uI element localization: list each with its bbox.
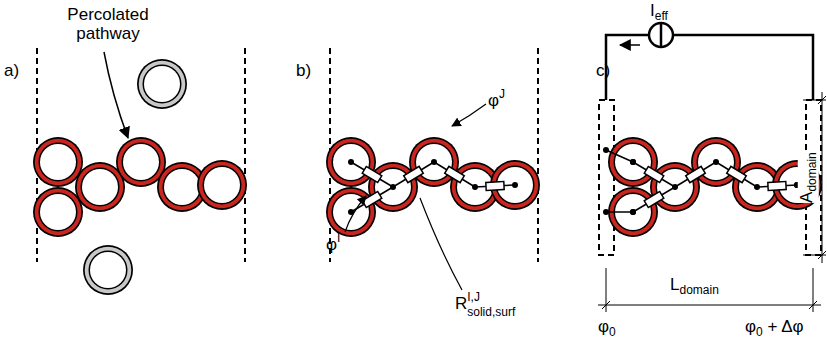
panel-label: b) — [296, 62, 311, 81]
node-dot — [713, 159, 719, 165]
label-text: A — [796, 192, 815, 203]
node-dot — [512, 182, 518, 188]
label-text: a) — [4, 61, 19, 80]
wire — [633, 187, 675, 212]
panel-label: c) — [596, 62, 610, 81]
wire — [434, 162, 475, 187]
label-text: b) — [296, 61, 311, 80]
potential-label: φJ — [488, 88, 505, 111]
dimension-label: Adomain — [797, 153, 818, 204]
node-dot — [348, 159, 354, 165]
node-dot — [672, 184, 678, 190]
label-text: I,J — [467, 290, 515, 305]
resistor-symbol — [768, 182, 786, 191]
node-dot — [630, 209, 636, 215]
node-dot — [630, 159, 636, 165]
resistance-label: RI,Jsolid,surf — [455, 290, 515, 320]
particle — [33, 137, 83, 187]
particle — [197, 160, 247, 210]
resistor-symbol — [686, 166, 706, 182]
node-dot — [754, 184, 760, 190]
resistor-symbol — [445, 166, 465, 182]
node-dot — [472, 184, 478, 190]
label-text: 0 — [756, 325, 763, 339]
node-dot — [390, 184, 396, 190]
label-text: φ — [598, 317, 609, 336]
node-dot — [431, 159, 437, 165]
label-text: φ — [488, 91, 499, 110]
resistor-symbol — [362, 166, 382, 182]
label-text: L — [670, 275, 679, 294]
resistor-symbol — [486, 182, 504, 191]
wire — [393, 162, 434, 187]
node-dot — [630, 159, 636, 165]
particle — [137, 59, 187, 109]
particle — [326, 137, 376, 187]
resistor-symbol — [644, 166, 664, 182]
node-dot — [603, 147, 609, 153]
potential-label: φ0 — [598, 318, 616, 339]
label-text: Percolated pathway — [67, 5, 148, 43]
node-dot — [630, 209, 636, 215]
wire — [716, 162, 757, 187]
potential-label: φI — [326, 232, 340, 255]
resistor-symbol — [404, 166, 424, 182]
label-text: + Δφ — [767, 317, 803, 336]
annotation: Percolated pathway — [58, 6, 158, 43]
resistor-symbol — [644, 191, 664, 207]
label-text: c) — [596, 61, 610, 80]
particle — [608, 137, 658, 187]
dimension-label: Ldomain — [670, 276, 719, 297]
label-text: φ — [326, 235, 337, 254]
index-stack: I,Jsolid,surf — [467, 290, 515, 320]
resistor-symbol — [727, 166, 747, 182]
label-text: φ — [745, 317, 756, 336]
panel-label: a) — [4, 62, 19, 81]
label-text: solid,surf — [467, 305, 515, 320]
label-text: I — [650, 1, 655, 20]
wire — [351, 162, 393, 187]
potential-label: φ0 + Δφ — [745, 318, 804, 339]
particle — [33, 187, 83, 237]
current-label: Ieff — [650, 2, 668, 23]
wire — [675, 162, 716, 187]
label-text: domain — [679, 283, 718, 297]
label-text: domain — [804, 153, 818, 192]
label-text: J — [499, 87, 505, 101]
label-text: eff — [655, 9, 668, 23]
wire — [633, 162, 675, 187]
node-dot — [603, 209, 609, 215]
label-text: 0 — [609, 325, 616, 339]
particle — [326, 187, 376, 237]
label-text: I — [337, 231, 340, 245]
particle — [83, 245, 133, 295]
label-text: R — [455, 294, 467, 313]
resistor-symbol — [362, 191, 382, 207]
